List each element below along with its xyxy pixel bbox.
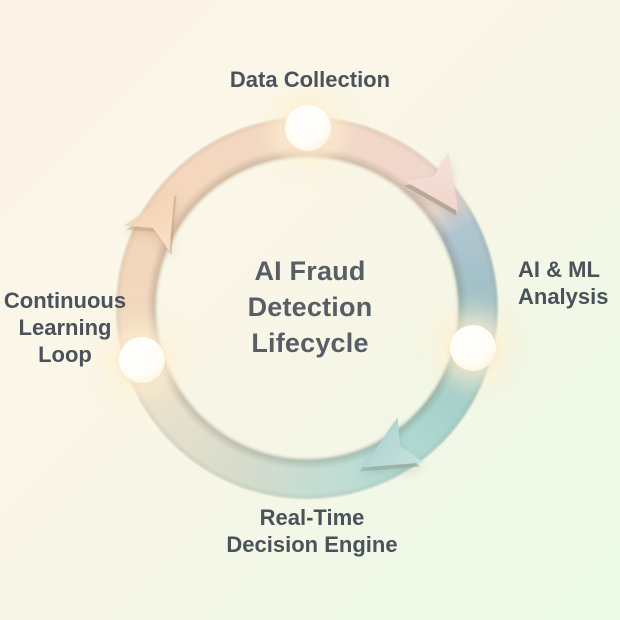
- node-dot-right: [450, 325, 496, 371]
- diagram-title-line-1: AI Fraud: [254, 256, 366, 286]
- stage-label-line: Learning: [18, 315, 112, 340]
- stage-label-line: AI & ML: [518, 257, 600, 282]
- stage-label-ai-ml-analysis: AI & ML Analysis: [518, 256, 609, 310]
- clockwise-arrow-left-icon: [131, 190, 189, 242]
- stage-label-line: Decision Engine: [226, 532, 398, 557]
- clockwise-arrow-top-right-icon: [413, 162, 471, 214]
- diagram-title: AI Fraud Detection Lifecycle: [0, 253, 620, 361]
- stage-label-line: Continuous: [3, 288, 127, 313]
- stage-label-line: Analysis: [518, 284, 609, 309]
- node-dot-top: [285, 105, 331, 151]
- stage-label-data-collection: Data Collection: [229, 67, 391, 92]
- arrow-rotation-wrapper: [350, 416, 426, 490]
- node-dot-left: [119, 337, 165, 383]
- stage-label-real-time-decision-engine: Real-Time Decision Engine: [2, 504, 620, 558]
- arrowhead-icon: [350, 416, 426, 490]
- diagram-title-line-3: Lifecycle: [251, 328, 369, 358]
- stage-label-continuous-learning-loop: Continuous Learning Loop: [0, 287, 130, 368]
- clockwise-arrow-bottom-right-icon: [359, 427, 417, 479]
- stage-label-line: Real-Time: [259, 505, 365, 530]
- stage-label-line: Loop: [38, 342, 92, 367]
- diagram-title-line-2: Detection: [247, 292, 373, 322]
